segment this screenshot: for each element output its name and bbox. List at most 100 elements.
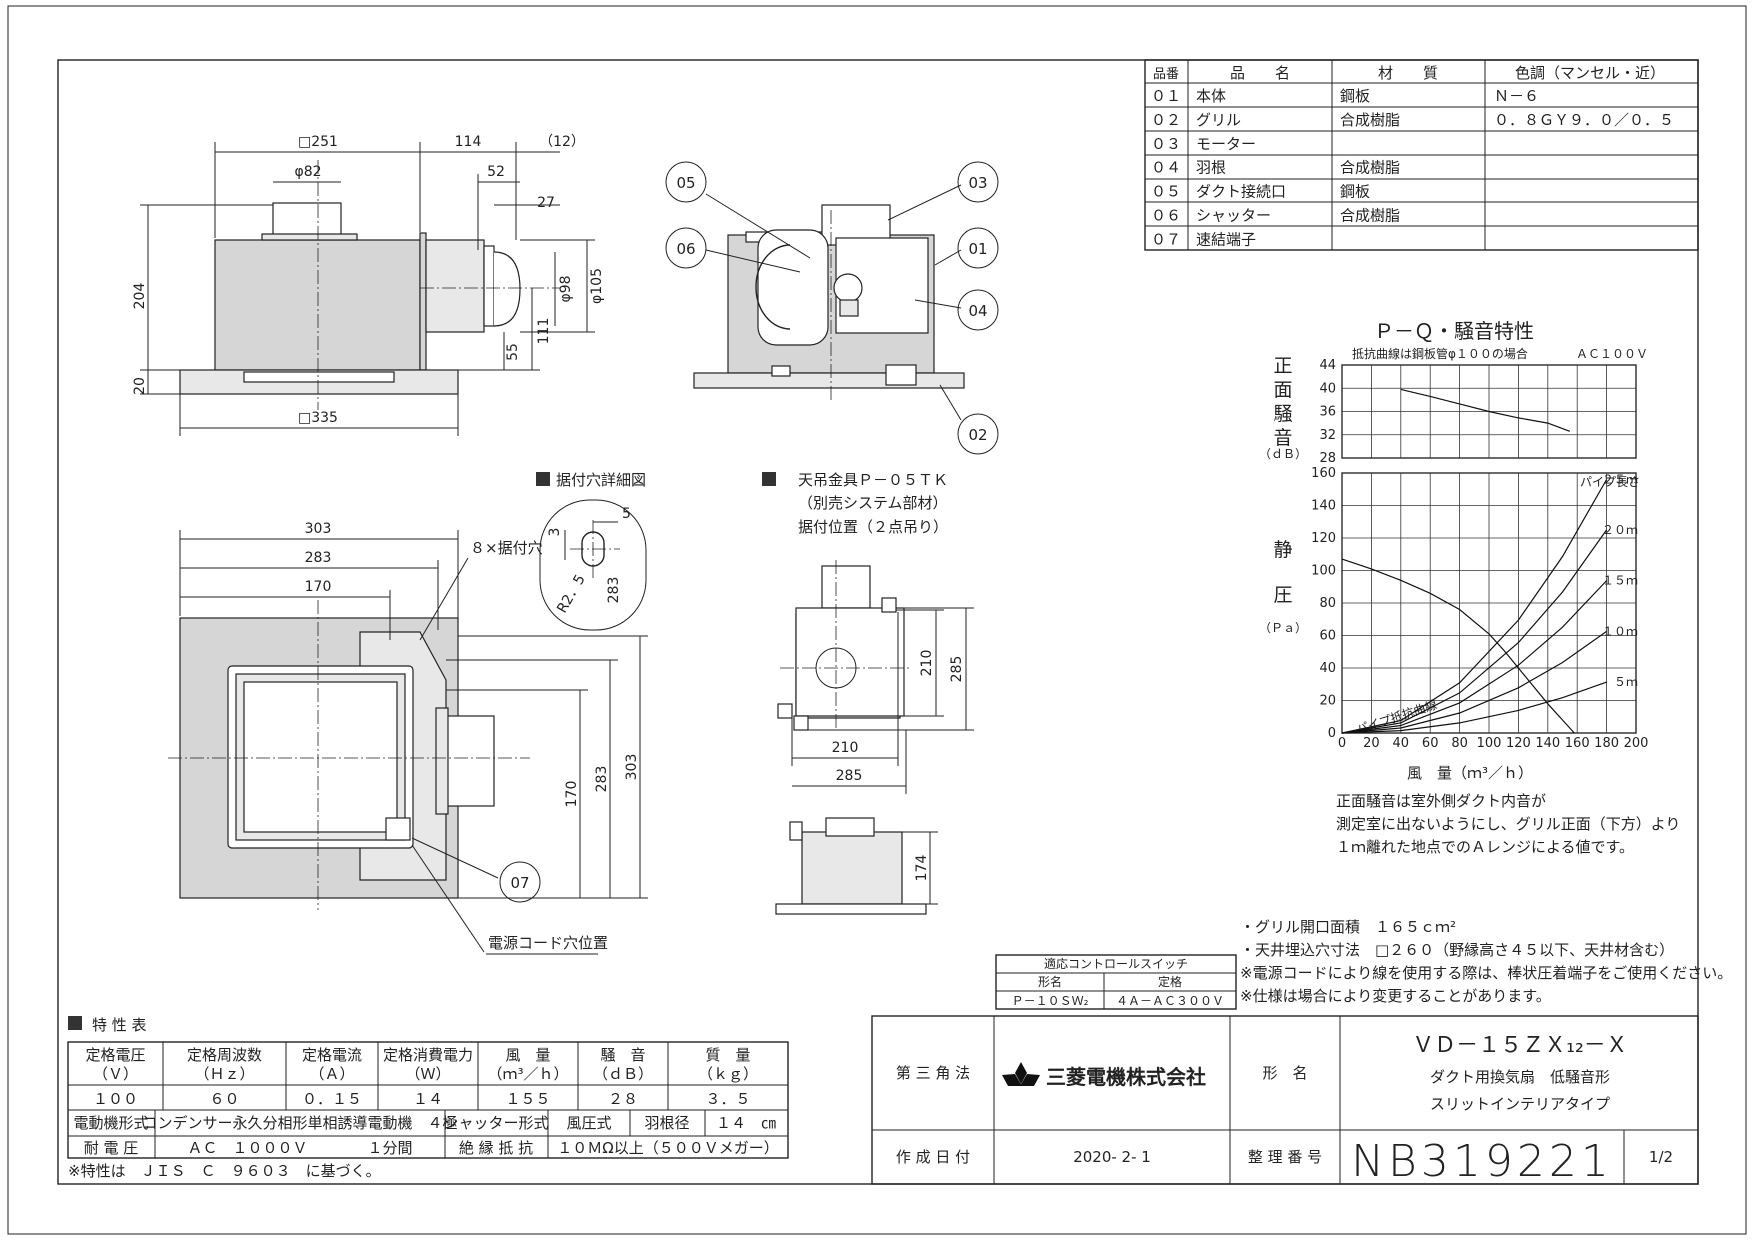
- dim-204: 204: [132, 283, 148, 310]
- spec-value: ２８: [608, 1090, 638, 1108]
- spec-header-unit: （Ｈｚ）: [194, 1065, 254, 1083]
- spec-header-unit: （Ｗ）: [405, 1065, 450, 1083]
- parts-cell-2-1: モーター: [1196, 135, 1256, 153]
- callout-04: 04: [957, 289, 999, 331]
- svg-text:02: 02: [968, 426, 987, 444]
- noise-ylabel-char: 正: [1273, 355, 1292, 377]
- pipe-curve-0: [1341, 479, 1608, 734]
- noise-ylabel: 正面騒音: [1273, 355, 1292, 449]
- dim-52: 52: [487, 164, 505, 180]
- noise-yunit: （ｄＢ）: [1259, 447, 1307, 461]
- noise-note-3: １ｍ離れた地点でのＡレンジによる値です。: [1336, 838, 1634, 856]
- switch-table: 適応コントロールスイッチ 形名 定格 Ｐ－１０ＳＷ₂ ４Ａ－ＡＣ３００Ｖ: [995, 954, 1237, 1010]
- parts-cell-6-0: ０７: [1151, 230, 1181, 248]
- spec-insulation: １０ＭΩ以上（５００Ｖメガー）: [557, 1139, 778, 1157]
- parts-cell-5-0: ０６: [1151, 207, 1181, 225]
- mount-detail-r25: R2．5: [554, 572, 589, 616]
- pq-xtick: 120: [1506, 736, 1531, 751]
- dim-335: □335: [298, 410, 338, 426]
- note-grille-area: ・グリル開口面積 １６５ｃｍ²: [1240, 918, 1456, 936]
- plan-cord-label: 電源コード穴位置: [488, 934, 608, 952]
- switch-h-model: 形名: [1038, 974, 1062, 989]
- pq-noise-chart: Ｐ－Ｑ・騒音特性 抵抗曲線は鋼板管φ１００の場合 ＡＣ１００Ｖ 正面騒音 （ｄＢ…: [1259, 319, 1648, 782]
- pq-ylabel: 静圧: [1273, 539, 1292, 606]
- spec-value: ３．５: [705, 1090, 750, 1108]
- hanger-dim-285h: 285: [836, 768, 863, 784]
- hanger-sub1: （別売システム部材）: [798, 494, 948, 512]
- hanger-dim-285v: 285: [949, 656, 965, 683]
- spec-note: ※特性は ＪＩＳ Ｃ ９６０３ に基づく。: [68, 1162, 381, 1180]
- pipe-curve-label: ２５ｍ: [1602, 473, 1638, 487]
- spec-row4-label: 耐 電 圧: [84, 1139, 139, 1157]
- dim-27: 27: [537, 195, 555, 211]
- mount-detail-5: 5: [622, 506, 631, 522]
- pq-xtick: 100: [1477, 736, 1502, 751]
- dim-phi105: φ105: [589, 268, 605, 304]
- pipe-curve-label: １５ｍ: [1602, 574, 1638, 588]
- spec-header-unit: （ｄＢ）: [593, 1065, 653, 1083]
- parts-cell-3-0: ０４: [1151, 159, 1181, 177]
- switch-title: 適応コントロールスイッチ: [1044, 956, 1188, 971]
- parts-cell-5-2: 合成樹脂: [1340, 207, 1400, 225]
- pq-ytick: 140: [1311, 499, 1336, 514]
- noise-ylabel-char: 音: [1273, 427, 1292, 449]
- pq-xtick: 40: [1393, 736, 1410, 751]
- pq-ytick: 160: [1311, 466, 1336, 481]
- title-page: 1/2: [1649, 1148, 1673, 1166]
- title-number-label: 整 理 番 号: [1248, 1148, 1322, 1166]
- pq-ylabel-char: 静: [1273, 539, 1292, 561]
- chart-grid: [1341, 364, 1637, 734]
- pq-xtick: 200: [1624, 736, 1649, 751]
- noise-note-1: 正面騒音は室外側ダクト内音が: [1336, 792, 1546, 810]
- noise-ytick: 28: [1319, 451, 1336, 466]
- spec-header: 定格電流: [302, 1046, 362, 1064]
- switch-h-rating: 定格: [1158, 974, 1182, 989]
- plan-dim-v303: 303: [624, 754, 640, 781]
- pipe-curve-label: ２０ｍ: [1602, 523, 1638, 537]
- parts-cell-1-3: ０．８ＧＹ９．０／０．５: [1494, 111, 1674, 129]
- pq-xtick: 0: [1338, 736, 1346, 751]
- parts-header-no: 品番: [1153, 67, 1179, 82]
- title-company: 三菱電機株式会社: [1046, 1065, 1206, 1089]
- svg-text:03: 03: [968, 174, 987, 192]
- parts-cell-1-0: ０２: [1151, 111, 1181, 129]
- parts-cell-6-1: 速結端子: [1196, 230, 1256, 248]
- pipe-length-label: パイプ長さ: [1580, 475, 1640, 489]
- noise-ylabel-char: 騒: [1273, 403, 1292, 425]
- pipe-curve-3: [1341, 630, 1607, 734]
- svg-text:06: 06: [676, 240, 695, 258]
- title-desc1: ダクト用換気扇 低騒音形: [1430, 1068, 1610, 1086]
- pq-ylabel-char: 圧: [1273, 584, 1292, 606]
- title-block: 第 三 角 法 三菱電機株式会社 形 名 ＶＤ－１５ＺＸ₁₂－Ｘ ダクト用換気扇…: [871, 1015, 1699, 1187]
- spec-row3-label: 電動機形式: [73, 1114, 148, 1132]
- spec-header: 定格消費電力: [383, 1046, 473, 1064]
- switch-rating: ４Ａ－ＡＣ３００Ｖ: [1116, 994, 1224, 1008]
- pq-xtick: 140: [1535, 736, 1560, 751]
- spec-insulation-label: 絶 縁 抵 抗: [459, 1139, 533, 1157]
- parts-header-color: 色調（マンセル・近）: [1515, 64, 1665, 82]
- parts-cell-1-1: グリル: [1196, 111, 1241, 129]
- hanger-sub2: 据付位置（２点吊り）: [798, 518, 948, 536]
- pq-xtick: 60: [1422, 736, 1439, 751]
- parts-cell-4-2: 鋼板: [1340, 183, 1370, 201]
- pq-ytick: 120: [1311, 531, 1336, 546]
- spec-header: 定格電圧: [85, 1046, 145, 1064]
- pq-ytick: 60: [1319, 629, 1336, 644]
- pq-ytick: 0: [1328, 726, 1336, 741]
- mount-detail-3: 3: [547, 528, 563, 537]
- pipe-curve-label: ５ｍ: [1614, 675, 1638, 689]
- mount-hole-detail: 据付穴詳細図 5 3 R2．5 283: [536, 471, 647, 631]
- pq-xtick: 20: [1363, 736, 1380, 751]
- noise-ytick: 32: [1319, 428, 1336, 443]
- spec-header-unit: （ｍ³／ｈ）: [487, 1065, 568, 1083]
- parts-cell-3-2: 合成樹脂: [1340, 159, 1400, 177]
- parts-cell-4-0: ０５: [1151, 183, 1181, 201]
- dim-251: □251: [298, 134, 338, 150]
- plan-dim-v170: 170: [564, 781, 580, 808]
- spec-value: １４: [413, 1090, 443, 1108]
- noise-note-2: 測定室に出ないようにし、グリル正面（下方）より: [1336, 815, 1680, 833]
- hanger-dim-210h: 210: [832, 740, 859, 756]
- pq-xtick: 180: [1594, 736, 1619, 751]
- svg-text:05: 05: [676, 174, 695, 192]
